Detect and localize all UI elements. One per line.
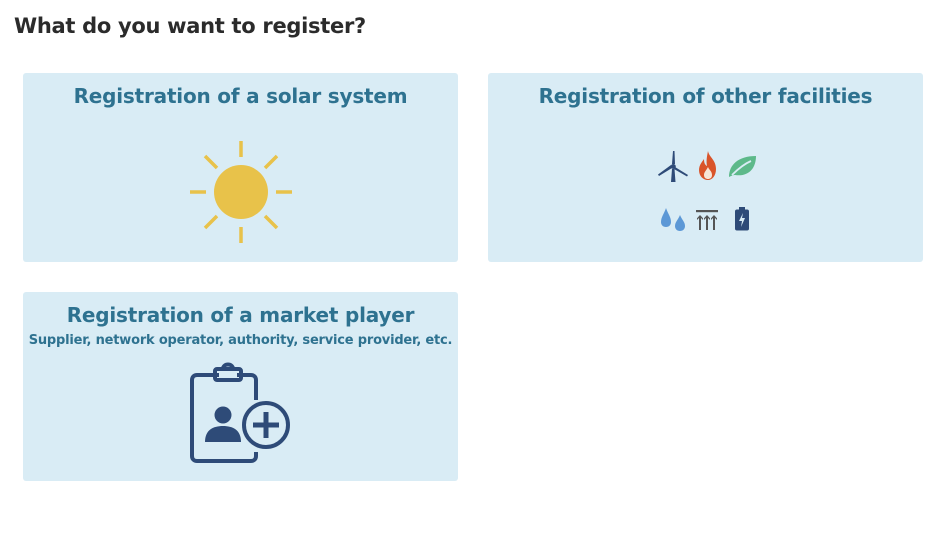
clipboard-user-add-icon — [190, 362, 290, 463]
battery-icon — [735, 207, 749, 231]
other-facilities-registration-card[interactable]: Registration of other facilities — [488, 73, 923, 262]
market-player-card-title: Registration of a market player — [66, 303, 415, 327]
leaf-icon — [729, 156, 756, 177]
market-player-card-subtitle: Supplier, network operator, authority, s… — [28, 333, 453, 348]
heat-icon — [696, 210, 718, 230]
solar-registration-card[interactable]: Registration of a solar system — [23, 73, 458, 262]
solar-card-title: Registration of a solar system — [73, 84, 408, 108]
page-heading: What do you want to register? — [14, 14, 366, 38]
sun-icon — [190, 141, 292, 243]
water-drops-icon — [661, 208, 685, 231]
market-player-registration-card[interactable]: Registration of a market player Supplier… — [23, 292, 458, 481]
other-facilities-card-title: Registration of other facilities — [538, 84, 873, 108]
flame-icon — [699, 151, 716, 180]
wind-turbine-icon — [658, 151, 688, 182]
